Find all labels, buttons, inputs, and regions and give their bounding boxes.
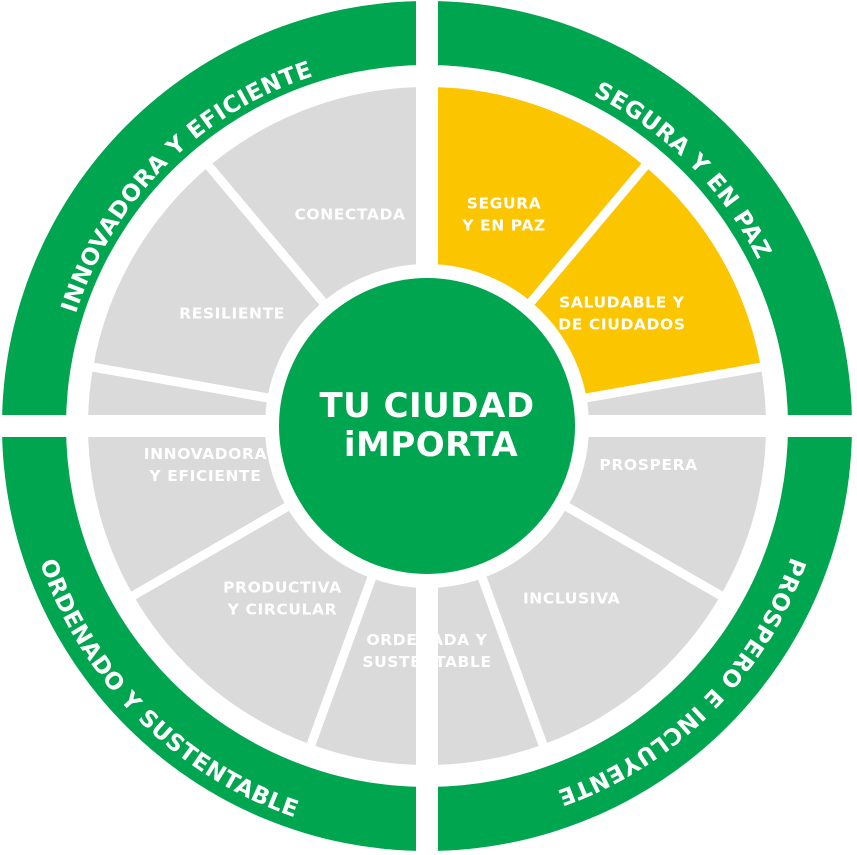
center-title-line1: TU CIUDAD: [319, 386, 534, 426]
segment-label-line: INCLUSIVA: [523, 589, 620, 607]
segment-label-line: DE CIUDADOS: [558, 315, 685, 333]
segment-label-resiliente: RESILIENTE: [179, 304, 285, 322]
segment-label-line: SALUDABLE Y: [559, 293, 685, 311]
segment-label-line: PROSPERA: [599, 456, 697, 474]
segment-label-productiva: PRODUCTIVA Y CIRCULAR: [223, 578, 342, 618]
segment-label-innovadora: INNOVADORA Y EFICIENTE: [144, 445, 267, 485]
segment-label-prospera: PROSPERA: [599, 456, 697, 474]
segment-label-line: Y EN PAZ: [461, 216, 546, 234]
segment-label-line: CONECTADA: [294, 205, 405, 223]
segment-label-segura: SEGURA Y EN PAZ: [461, 194, 546, 234]
segment-label-conectada: CONECTADA: [294, 205, 405, 223]
center-badge: TU CIUDAD iMPORTA: [265, 264, 589, 588]
segment-label-inclusiva: INCLUSIVA: [523, 589, 620, 607]
segment-label-saludable: SALUDABLE Y DE CIUDADOS: [558, 293, 685, 333]
segment-label-line: Y EFICIENTE: [148, 467, 261, 485]
center-circle: [279, 278, 575, 574]
segment-label-line: SEGURA: [467, 194, 542, 212]
segment-label-line: Y CIRCULAR: [227, 600, 337, 618]
segment-label-line: RESILIENTE: [179, 304, 285, 322]
segment-label-line: PRODUCTIVA: [223, 578, 342, 596]
center-title-line2: iMPORTA: [344, 425, 519, 465]
segment-label-line: INNOVADORA: [144, 445, 267, 463]
